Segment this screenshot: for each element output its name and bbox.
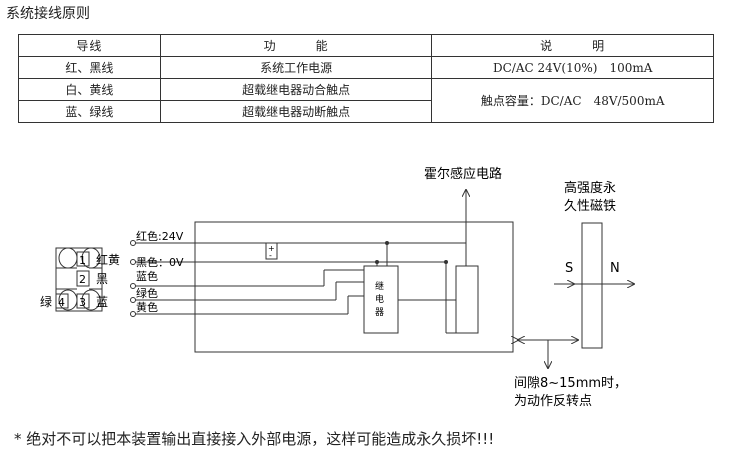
wiring-diagram: 霍尔感应电路 高强度永 久性磁铁 S N 间隙8~15mm时， 为动作反转点 继… (40, 166, 729, 409)
wire-label-yellow: 黄色 (136, 300, 158, 314)
cell-wire: 蓝、绿线 (18, 100, 161, 123)
pole-s: S (565, 261, 573, 276)
pin-label-black: 黑 (96, 272, 108, 286)
pin-label-green: 绿 (40, 294, 52, 309)
wire-label-black: 黑色：0V (136, 255, 184, 269)
table-row: 蓝、绿线 超载继电器动断触点 (18, 100, 714, 123)
cell-function: 超载继电器动断触点 (159, 100, 433, 123)
pin-label-red-yellow: 红黄 (96, 252, 120, 267)
warning-text: * 绝对不可以把本装置输出直接接入外部电源，这样可能造成永久损坏!!! (14, 430, 495, 448)
header-wire: 导线 (18, 34, 161, 57)
cell-note-contact-capacity: 触点容量：DC/AC 48V/500mA (431, 78, 714, 123)
pin-1: 1 (79, 254, 86, 267)
pole-n: N (610, 261, 620, 276)
cell-wire: 白、黄线 (18, 78, 161, 101)
plus-sign: + (268, 244, 275, 253)
device-box (194, 221, 514, 353)
magnet-label-1: 高强度永 (564, 180, 616, 196)
pin-2: 2 (79, 273, 86, 286)
gap-note-2: 为动作反转点 (514, 394, 592, 409)
pin-label-blue: 蓝 (96, 295, 108, 309)
relay-char-1: 继 (375, 280, 384, 292)
gap-note-1: 间隙8~15mm时， (514, 376, 627, 391)
magnet-bar (581, 222, 603, 349)
hall-sensor-box (455, 265, 479, 334)
wire-label-blue: 蓝色 (136, 269, 158, 283)
table-row: 红、黑线 系统工作电源 DC/AC 24V(10%) 100mA (18, 56, 714, 79)
wiring-table: 导线 功 能 说 明 红、黑线 系统工作电源 DC/AC 24V(10%) 10… (18, 34, 714, 123)
page-title: 系统接线原则 (6, 6, 90, 22)
pin-3: 3 (79, 296, 86, 309)
table-row: 白、黄线 超载继电器动合触点 触点容量：DC/AC 48V/500mA (18, 78, 714, 123)
relay-char-3: 器 (375, 307, 384, 318)
magnet-label-2: 久性磁铁 (564, 199, 616, 214)
wire-label-green: 绿色 (136, 286, 158, 300)
wires (133, 242, 467, 334)
header-function: 功 能 (159, 34, 433, 57)
cell-function: 系统工作电源 (159, 56, 433, 79)
minus-sign: - (269, 251, 272, 260)
relay-char-2: 电 (375, 293, 384, 305)
cell-wire: 红、黑线 (18, 56, 161, 79)
cell-note: DC/AC 24V(10%) 100mA (431, 56, 714, 79)
connector (55, 247, 103, 312)
pin-4: 4 (58, 296, 65, 309)
cell-function: 超载继电器动合触点 (159, 78, 433, 101)
table-header-row: 导线 功 能 说 明 (18, 34, 714, 57)
wire-label-red: 红色:24V (136, 229, 184, 243)
hall-label: 霍尔感应电路 (424, 166, 502, 182)
header-note: 说 明 (431, 34, 714, 57)
wire-terminals (130, 240, 136, 317)
junction-dots (375, 241, 448, 264)
